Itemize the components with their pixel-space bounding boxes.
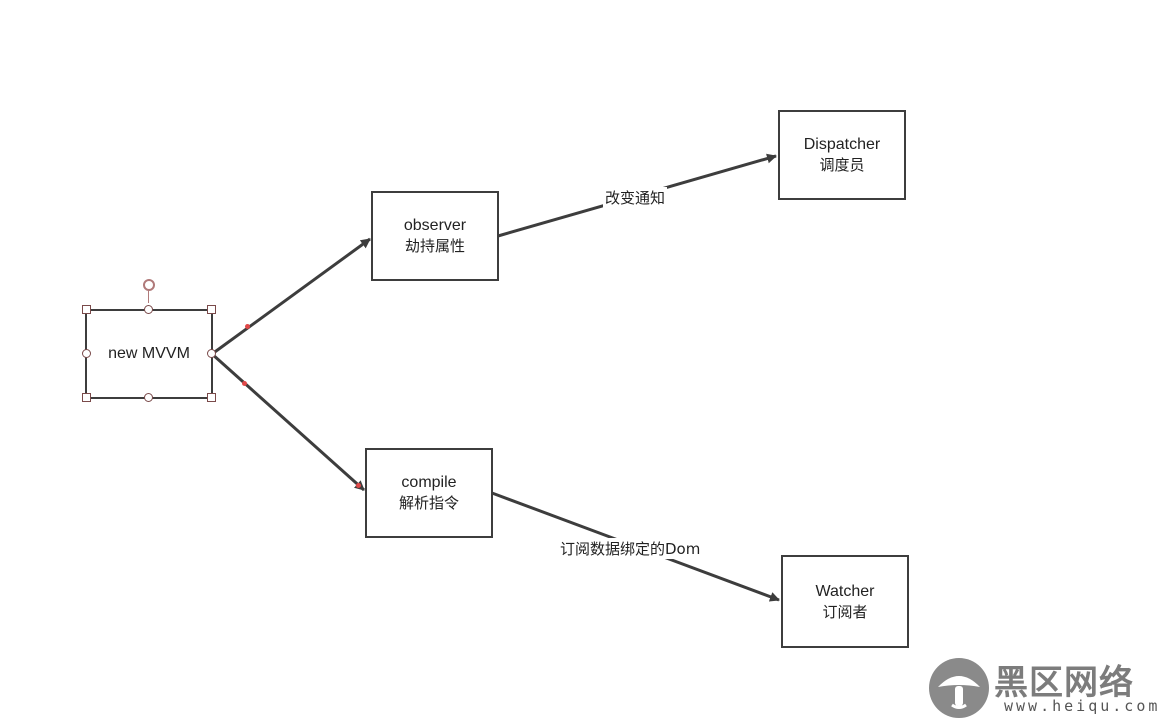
- node-compile[interactable]: compile 解析指令: [365, 448, 493, 538]
- connection-dot: [245, 324, 250, 329]
- watermark: 黑区网络 www.heiqu.com: [928, 655, 1158, 721]
- node-observer[interactable]: observer 劫持属性: [371, 191, 499, 281]
- connection-dot: [242, 381, 247, 386]
- node-label: new MVVM: [108, 345, 190, 362]
- watermark-name: 黑区网络: [994, 663, 1134, 703]
- node-label: Dispatcher: [803, 136, 881, 153]
- resize-handle-top[interactable]: [144, 305, 153, 314]
- resize-handle-left[interactable]: [82, 349, 91, 358]
- node-dispatcher[interactable]: Dispatcher 调度员: [778, 110, 906, 200]
- watermark-url: www.heiqu.com: [1004, 697, 1161, 715]
- resize-handle-top-left[interactable]: [82, 305, 91, 314]
- node-sublabel: 解析指令: [398, 494, 459, 512]
- resize-handle-top-right[interactable]: [207, 305, 216, 314]
- connection-dot: [356, 483, 361, 488]
- node-label: Watcher: [815, 582, 875, 600]
- node-sublabel: 劫持属性: [404, 237, 465, 255]
- node-sublabel: 调度员: [819, 156, 865, 174]
- arrow-mvvm-to-observer[interactable]: [211, 237, 371, 356]
- node-sublabel: 订阅者: [822, 602, 868, 621]
- arrow-mvvm-to-compile[interactable]: [210, 352, 366, 492]
- resize-handle-bottom-right[interactable]: [207, 393, 216, 402]
- node-watcher[interactable]: Watcher 订阅者: [781, 555, 909, 648]
- resize-handle-right[interactable]: [207, 349, 216, 358]
- node-label: observer: [403, 217, 467, 234]
- edge-label-change-notify: 改变通知: [603, 187, 668, 208]
- node-label: compile: [401, 474, 457, 491]
- node-new-mvvm[interactable]: new MVVM: [85, 309, 213, 399]
- rotate-handle-stem: [148, 290, 149, 303]
- resize-handle-bottom-left[interactable]: [82, 393, 91, 402]
- mushroom-logo-icon: [929, 658, 989, 718]
- resize-handle-bottom[interactable]: [144, 393, 153, 402]
- rotate-handle[interactable]: [143, 279, 155, 291]
- edge-label-subscribe-dom: 订阅数据绑定的Dom: [558, 538, 703, 559]
